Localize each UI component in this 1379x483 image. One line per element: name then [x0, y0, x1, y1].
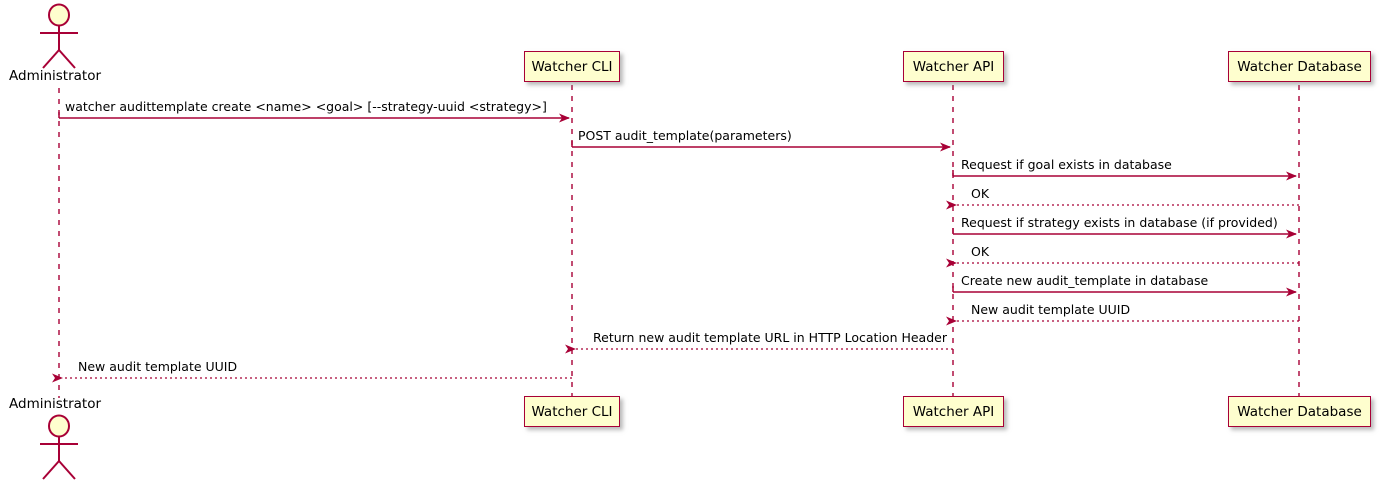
message-label-4: OK — [971, 186, 990, 201]
lifelines — [58, 85, 1300, 398]
message-label-9: Return new audit template URL in HTTP Lo… — [593, 330, 947, 345]
participant-box-watcher-database-top[interactable]: Watcher Database — [1228, 51, 1371, 82]
message-label-6: OK — [971, 244, 990, 259]
message-label-2: POST audit_template(parameters) — [578, 128, 792, 143]
actor-administrator-top-figure — [40, 3, 78, 69]
participant-box-watcher-database-bottom[interactable]: Watcher Database — [1228, 396, 1371, 427]
actor-label-administrator-top: Administrator — [9, 68, 102, 84]
participant-box-watcher-cli-top[interactable]: Watcher CLI — [524, 51, 620, 82]
message-label-7: Create new audit_template in database — [961, 273, 1209, 288]
message-label-8: New audit template UUID — [971, 302, 1131, 317]
message-label-1: watcher audittemplate create <name> <goa… — [65, 99, 547, 114]
message-label-10: New audit template UUID — [78, 359, 238, 374]
message-label-3: Request if goal exists in database — [961, 157, 1172, 172]
actor-administrator-bottom-figure — [40, 414, 78, 480]
actor-label-administrator-bottom: Administrator — [9, 396, 102, 412]
participant-box-watcher-api-top[interactable]: Watcher API — [903, 51, 1004, 82]
participant-box-watcher-cli-bottom[interactable]: Watcher CLI — [524, 396, 620, 427]
message-label-5: Request if strategy exists in database (… — [961, 215, 1278, 230]
message-arrows — [52, 112, 1299, 383]
participant-box-watcher-api-bottom[interactable]: Watcher API — [903, 396, 1004, 427]
